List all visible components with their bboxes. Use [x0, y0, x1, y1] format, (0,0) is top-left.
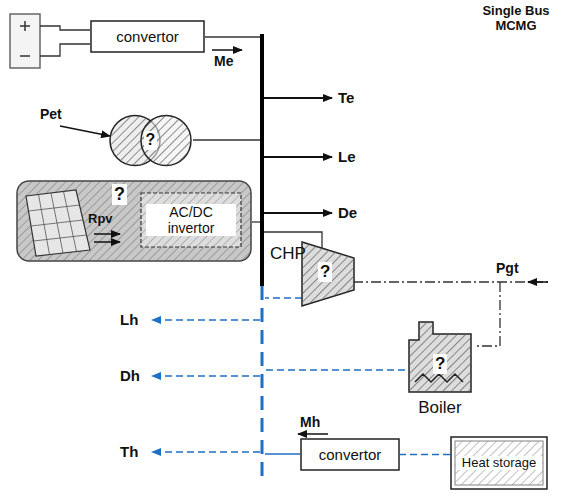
diagram-title: Single Bus MCMG: [472, 4, 560, 34]
heat-load-arrow: [152, 319, 260, 321]
flow-label: Th: [120, 443, 138, 460]
flow-arrow: [298, 433, 328, 435]
unknown-mark: ?: [144, 131, 158, 149]
flow-label: Le: [338, 148, 356, 165]
node-text: Boiler: [416, 398, 463, 418]
heat-line: [265, 453, 300, 455]
gas-arrow: [528, 281, 548, 283]
boiler-unit: ?Boiler: [405, 318, 475, 396]
flow-label: Pet: [40, 106, 62, 122]
node-text: convertor: [116, 28, 179, 45]
flow-label: De: [338, 204, 357, 221]
load-arrow: [264, 212, 332, 214]
gas-line: [353, 281, 548, 282]
load-arrow: [264, 97, 332, 99]
node-text: CHP: [268, 244, 308, 264]
heat-line: [265, 297, 302, 299]
flow-arrow: [212, 49, 242, 51]
flow-label: Mh: [300, 414, 320, 430]
flow-label: Pgt: [496, 260, 519, 276]
gas-line: [476, 282, 500, 346]
battery-symbol: [10, 14, 90, 68]
input-arrow: [60, 126, 110, 136]
load-arrow: [264, 156, 332, 158]
heat-load-arrow: [152, 451, 260, 453]
flow-label: Dh: [120, 367, 140, 384]
heat-line: [265, 369, 405, 371]
node-text: convertor: [319, 446, 382, 463]
unknown-mark: ?: [318, 262, 332, 282]
pv-panel: [26, 190, 90, 256]
flow-label: Lh: [120, 311, 138, 328]
flow-label: Te: [338, 89, 354, 106]
converter-box: convertor: [300, 438, 400, 471]
unknown-mark: ?: [433, 354, 447, 374]
unknown-mark: ?: [112, 184, 127, 205]
heat-connector: [400, 454, 450, 456]
wire: [205, 36, 260, 37]
electric-bus: [260, 34, 264, 286]
wire: [252, 221, 260, 222]
heat-storage-box: Heat storage: [450, 436, 548, 490]
heat-load-arrow: [152, 375, 260, 377]
chp-unit: ?CHP: [298, 238, 356, 310]
node-text: AC/DC invertor: [146, 204, 236, 236]
flow-label: Me: [214, 53, 233, 69]
flow-label: Rpv: [88, 212, 113, 227]
inverter-box: AC/DC invertor: [140, 192, 242, 248]
pv-group: ? AC/DC invertor: [16, 180, 252, 262]
heat-bus: [261, 286, 264, 482]
wire: [193, 139, 260, 140]
converter-box: convertor: [90, 20, 205, 53]
node-text: Heat storage: [456, 456, 542, 471]
transformer-symbol: ?: [108, 113, 193, 168]
